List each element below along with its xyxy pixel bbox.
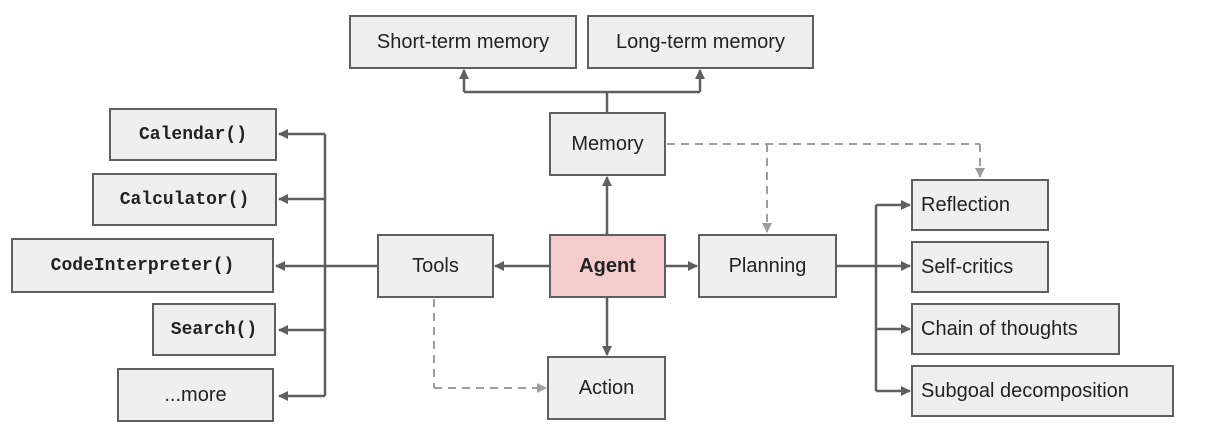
action-node: Action (547, 356, 666, 420)
chain-of-thoughts-node: Chain of thoughts (911, 303, 1120, 355)
planning-branch-connector (836, 200, 911, 396)
memory-node: Memory (549, 112, 666, 176)
calendar-tool-node: Calendar() (109, 108, 277, 161)
short-term-memory-node: Short-term memory (349, 15, 577, 69)
search-tool-node: Search() (152, 303, 276, 356)
self-critics-node: Self-critics (911, 241, 1049, 293)
agent-node: Agent (549, 234, 666, 298)
subgoal-decomposition-node: Subgoal decomposition (911, 365, 1174, 417)
calculator-tool-node: Calculator() (92, 173, 277, 226)
long-term-memory-node: Long-term memory (587, 15, 814, 69)
tools-node: Tools (377, 234, 494, 298)
more-tools-node: ...more (117, 368, 274, 422)
tools-branch-connector (275, 129, 378, 401)
reflection-node: Reflection (911, 179, 1049, 231)
planning-node: Planning (698, 234, 837, 298)
memory-branch-connector (459, 69, 705, 112)
memory-dashed-connector (667, 143, 985, 233)
tools-to-action-dashed-connector (433, 299, 547, 393)
code-interpreter-tool-node: CodeInterpreter() (11, 238, 274, 293)
